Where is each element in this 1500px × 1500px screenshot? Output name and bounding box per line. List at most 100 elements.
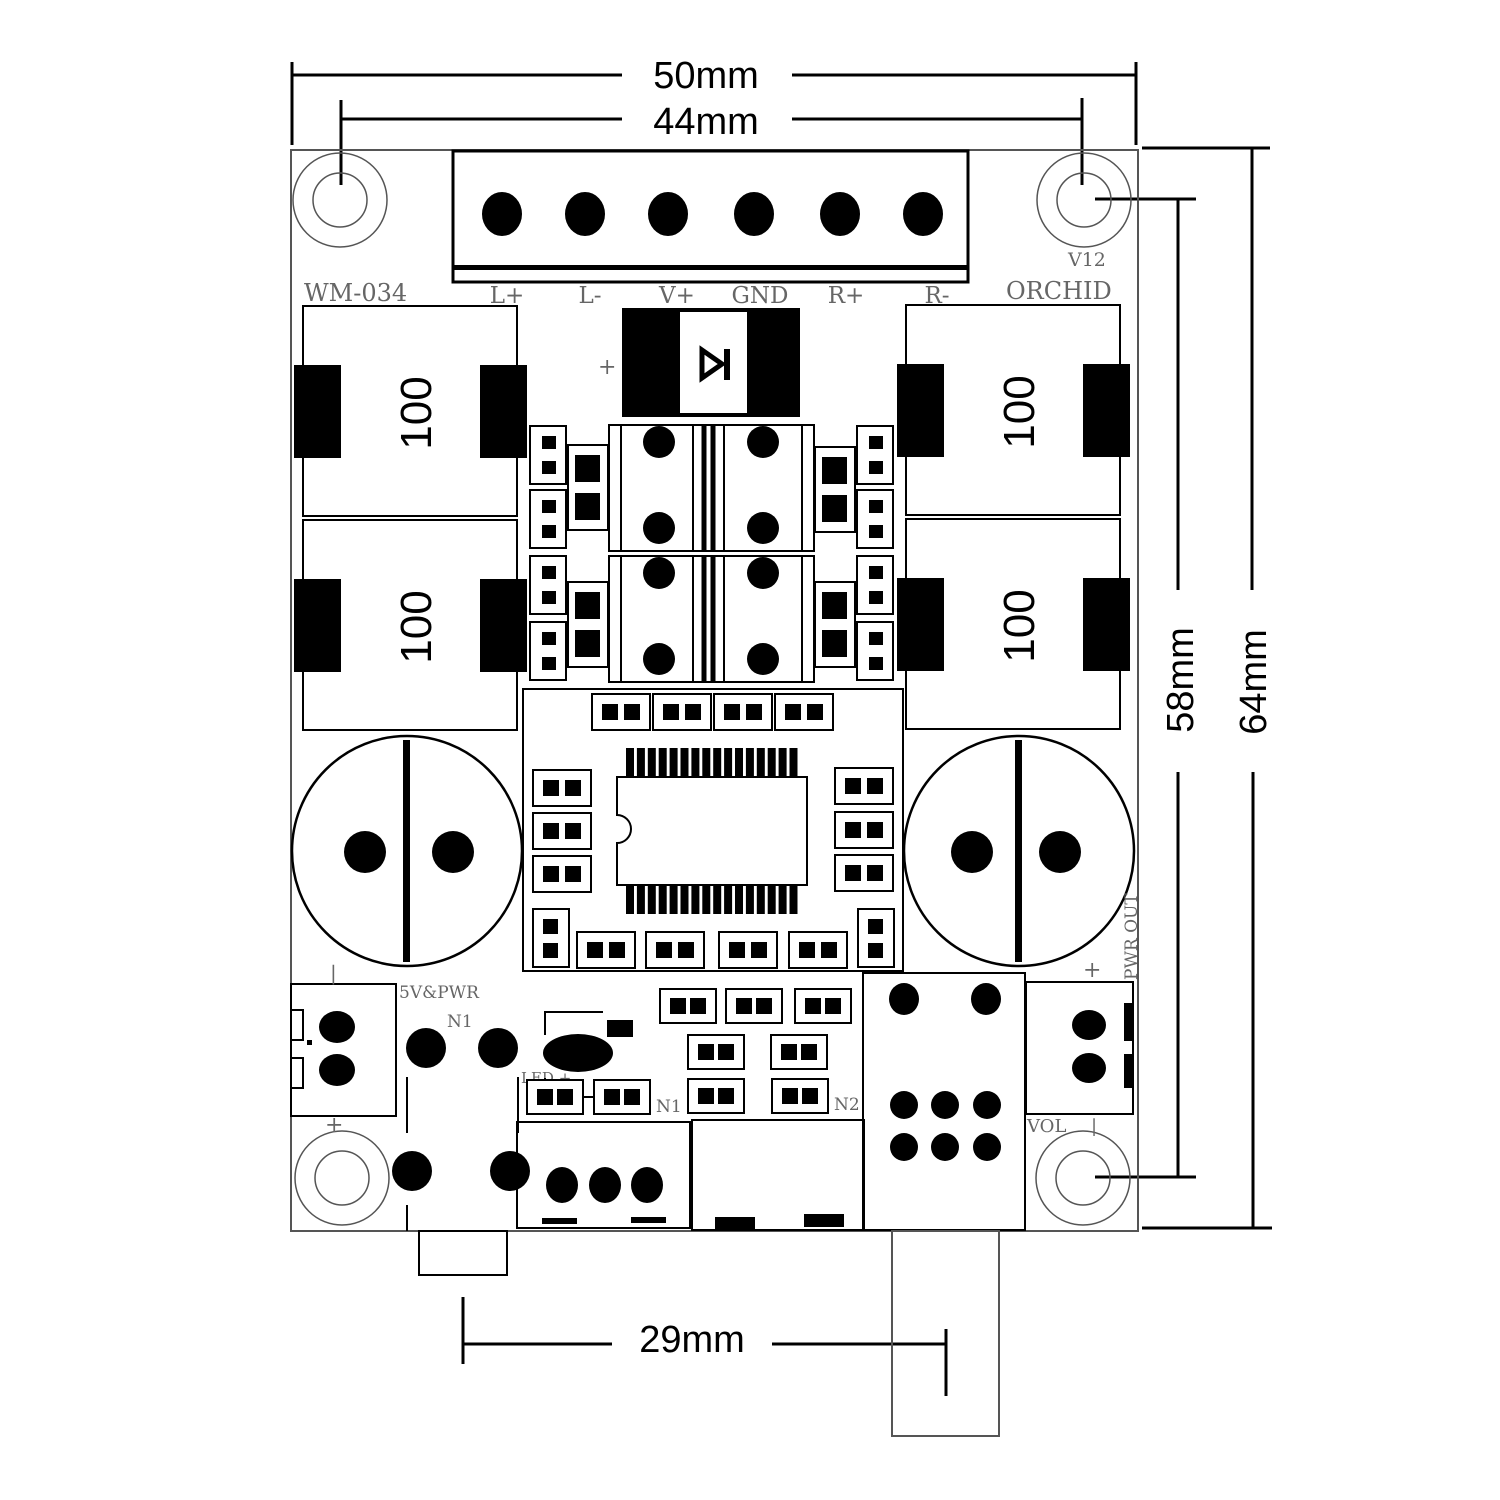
ic-pin <box>745 885 754 914</box>
mosfet-pad <box>747 557 779 589</box>
dimension-44mm: 44mm <box>339 98 1084 185</box>
smd-component <box>687 1034 745 1070</box>
power-input-label: 5V&PWR <box>399 983 480 1003</box>
mosfet-pad <box>747 643 779 675</box>
mosfet-pad <box>643 643 675 675</box>
ic-pin <box>691 885 700 914</box>
terminal-pin-2 <box>565 192 605 236</box>
smd-component <box>856 555 894 615</box>
dimension-label-50mm: 50mm <box>653 55 759 97</box>
dimension-label-44mm: 44mm <box>653 101 759 143</box>
dimension-label-29mm: 29mm <box>639 1319 745 1361</box>
smd-component <box>652 693 712 731</box>
ic-pin <box>735 885 743 914</box>
ic-pin <box>789 885 798 914</box>
dimension-50mm: 50mm <box>290 55 1138 145</box>
n1-label-bottom: N1 <box>656 1097 682 1117</box>
ic-pin <box>669 748 678 777</box>
mounting-hole-top-right <box>1036 152 1132 248</box>
electrolytic-cap-right <box>902 734 1136 968</box>
power-output-connector: + <box>1025 958 1134 1115</box>
inductor-pad <box>480 365 527 458</box>
terminal-pin-label: L- <box>578 283 601 309</box>
ic-pin <box>789 748 798 777</box>
ic-pin <box>626 748 634 777</box>
power-input-minus-label: | <box>330 961 337 986</box>
inductor-value-label: 100 <box>392 376 441 449</box>
ic-pin <box>636 748 645 777</box>
power-switch: N1 <box>392 1012 530 1276</box>
smd-component <box>834 811 894 849</box>
smd-component <box>718 931 778 969</box>
smd-component <box>770 1034 828 1070</box>
smd-component <box>567 581 609 668</box>
dimension-label-64mm: 64mm <box>1233 629 1275 735</box>
inductor-pad <box>294 579 341 672</box>
terminal-pin-6 <box>903 192 943 236</box>
mosfet-pad <box>747 512 779 544</box>
potentiometer-shaft <box>891 1230 1000 1437</box>
inductor-value-label: 100 <box>995 375 1044 448</box>
inductor-pad <box>480 579 527 672</box>
smd-component <box>856 425 894 485</box>
smd-component <box>532 855 592 893</box>
ic-pin <box>669 885 678 914</box>
diode-icon <box>699 345 727 383</box>
terminal-pin-4 <box>734 192 774 236</box>
smd-component <box>788 931 848 969</box>
power-input-plus-label: + <box>325 1113 343 1138</box>
terminal-pin-label: GND <box>732 283 789 309</box>
volume-label: VOL <box>1026 1116 1066 1137</box>
smd-component <box>794 988 852 1024</box>
output-stage-array <box>529 424 894 683</box>
dimension-58mm: 58mm <box>1095 197 1202 1179</box>
ic-pin <box>702 748 711 777</box>
smd-component <box>713 693 773 731</box>
mosfet-pair <box>608 424 815 552</box>
inductor: 100 <box>294 519 527 731</box>
diode: + <box>598 308 800 417</box>
terminal-pin-1 <box>482 192 522 236</box>
ic-pin <box>767 885 776 914</box>
dimension-label-58mm: 58mm <box>1160 627 1202 733</box>
smd-component <box>687 1078 745 1114</box>
ic-pin <box>756 748 765 777</box>
dimension-64mm: 64mm <box>1142 146 1275 1230</box>
terminal-pin-label: L+ <box>490 283 525 309</box>
smd-component <box>725 988 783 1024</box>
mounting-hole-top-left <box>292 152 388 248</box>
ic-pin <box>636 885 645 914</box>
ic-pin <box>702 885 711 914</box>
ic-pin <box>745 748 754 777</box>
inductor-pad <box>1083 578 1130 671</box>
smd-component <box>856 489 894 549</box>
smd-component <box>857 908 895 968</box>
ic-pin <box>680 885 689 914</box>
smd-component <box>532 908 570 968</box>
inductor-value-label: 100 <box>995 589 1044 662</box>
n1-label-top: N1 <box>447 1012 473 1032</box>
smd-component <box>529 489 567 549</box>
mounting-hole-bottom-right <box>1035 1130 1131 1226</box>
inductor: 100 <box>897 518 1130 730</box>
smd-component <box>576 931 636 969</box>
smd-component <box>529 555 567 615</box>
mosfet-pad <box>643 557 675 589</box>
mosfet-pad <box>643 512 675 544</box>
power-input-connector: | + <box>290 961 397 1138</box>
ic-pin <box>691 748 700 777</box>
amplifier-ic <box>616 776 808 886</box>
smd-component <box>591 693 651 731</box>
terminal-block-6pin <box>451 149 970 284</box>
model-label: WM-034 <box>304 279 407 307</box>
smd-component <box>529 425 567 485</box>
smd-component <box>659 988 717 1024</box>
ic-pin <box>713 885 722 914</box>
ic-pin <box>724 748 733 777</box>
mosfet-pair <box>608 555 815 683</box>
version-label: V12 <box>1067 249 1106 271</box>
smd-component <box>593 1079 651 1115</box>
smd-component <box>532 812 592 850</box>
terminal-pin-label: R+ <box>828 283 865 309</box>
smd-component <box>856 621 894 681</box>
